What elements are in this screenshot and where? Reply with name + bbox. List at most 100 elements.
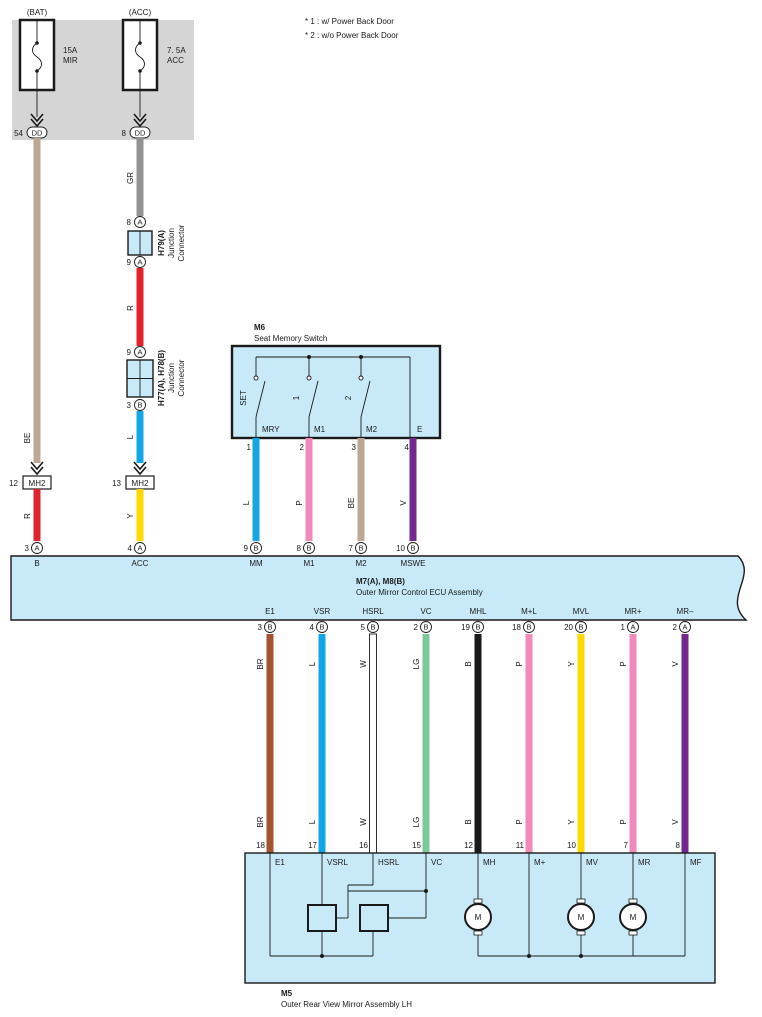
wire-bottom-label-bot: L xyxy=(308,819,317,824)
ecu-bottom-pin-num: 3 xyxy=(258,623,263,632)
jc1-id: H79(A) xyxy=(157,230,166,256)
ecu-bottom-pin-num: 20 xyxy=(564,623,573,632)
dd-left-pin: 54 xyxy=(14,129,23,138)
ecu-top-pin-circle xyxy=(303,542,315,554)
ecu-top-pin-letter: B xyxy=(358,544,363,553)
chevron-mh2-left-icon xyxy=(30,461,44,476)
wire-bottom-label-bot: P xyxy=(619,819,628,824)
fuse-left-source: (BAT) xyxy=(27,8,48,17)
wire-bottom-label-top: L xyxy=(308,661,317,666)
ecu-bottom-pin-letter: B xyxy=(370,623,375,632)
mirror-pin-num: 17 xyxy=(308,841,317,850)
ecu-name: Outer Mirror Control ECU Assembly xyxy=(356,588,483,597)
ecu-bottom-pin-label: HSRL xyxy=(362,607,384,616)
ecu-bottom-pin-circle xyxy=(472,621,484,633)
ecu-assembly xyxy=(10,555,748,621)
mirror-pin-num: 10 xyxy=(567,841,576,850)
jc2-pin-top-num: 9 xyxy=(127,348,132,357)
ecu-bottom-pin-label: VSR xyxy=(314,607,331,616)
mirror-pin-num: 7 xyxy=(624,841,629,850)
fuse-right-name: ACC xyxy=(167,56,184,65)
dd-left-label: DD xyxy=(32,129,43,138)
mh2-right-label: MH2 xyxy=(132,479,149,488)
jc1-pin-top-letter: A xyxy=(137,218,142,227)
ecu-bottom-pin-label: MR– xyxy=(677,607,694,616)
mirror-pin-label: VSRL xyxy=(327,858,348,867)
ecu-top-pin-letter: A xyxy=(137,544,142,553)
ecu-bottom-pin-letter: A xyxy=(682,623,687,632)
jc1-pin-top-num: 8 xyxy=(127,218,132,227)
motor-mh-icon: M xyxy=(464,898,492,936)
jc1-desc1: Junction xyxy=(167,228,176,258)
wire-bottom-label-bot: Y xyxy=(567,819,576,825)
wire-sw-be-label: BE xyxy=(347,498,356,509)
wire-bottom-label-top: B xyxy=(464,661,473,666)
ecu-top-pin-letter: A xyxy=(34,544,39,553)
chevron-left-icon xyxy=(30,113,44,128)
switch-pin-2: 2 xyxy=(300,443,305,452)
mirror-pin-label: HSRL xyxy=(378,858,400,867)
ecu-bottom-pin-num: 19 xyxy=(461,623,470,632)
ecu-top-pin-letter: B xyxy=(306,544,311,553)
mirror-pin-num: 8 xyxy=(676,841,681,850)
mirror-id: M5 xyxy=(281,989,293,998)
wire-bottom-label-bot: W xyxy=(359,818,368,826)
ecu-bottom-pin-circle xyxy=(627,621,639,633)
ecu-bottom-pin-num: 2 xyxy=(673,623,678,632)
mirror-internals xyxy=(269,853,686,958)
jc1-pin-bot xyxy=(134,256,146,268)
ecu-top-pin-circle xyxy=(407,542,419,554)
jc2-desc2: Connector xyxy=(177,359,186,396)
ecu-top-pin-label: MSWE xyxy=(401,559,426,568)
fuse-left-name: MIR xyxy=(63,56,78,65)
ecu-bottom-pin-num: 2 xyxy=(414,623,419,632)
seat-memory-switch xyxy=(230,344,442,440)
fuse-right xyxy=(121,18,159,117)
ecu-bottom-pin-num: 1 xyxy=(621,623,626,632)
ecu-top-pin-circle xyxy=(355,542,367,554)
chevron-mh2-right-icon xyxy=(133,461,147,476)
mh2-left-pin: 12 xyxy=(9,479,18,488)
switch-term-e: E xyxy=(417,425,422,434)
wire-bottom-label-bot: BR xyxy=(256,816,265,827)
ecu-bottom-pin-num: 4 xyxy=(310,623,315,632)
jc2-pin-top xyxy=(134,346,146,358)
wire-acc-gr-label: GR xyxy=(126,172,135,184)
ecu-bottom-pin-num: 18 xyxy=(512,623,521,632)
ecu-bottom-pin-letter: B xyxy=(423,623,428,632)
jc2-pin-bot-letter: B xyxy=(137,401,142,410)
dd-right-label: DD xyxy=(135,129,146,138)
switch-term-m2: M2 xyxy=(366,425,378,434)
wire-left-be-label: BE xyxy=(23,433,32,444)
ecu-top-pin-num: 3 xyxy=(25,544,30,553)
mh2-right-pin: 13 xyxy=(112,479,121,488)
ecu-top-pin-num: 10 xyxy=(396,544,405,553)
ecu-top-pin-num: 9 xyxy=(244,544,249,553)
mirror-pin-label: MF xyxy=(690,858,702,867)
switch-pin-3: 3 xyxy=(352,443,357,452)
note-2: * 2 : w/o Power Back Door xyxy=(305,31,399,40)
ecu-top-pin-letter: B xyxy=(410,544,415,553)
ecu-bottom-pin-circle xyxy=(264,621,276,633)
jc1-pin-top xyxy=(134,216,146,228)
wire-bottom-label-top: W xyxy=(359,660,368,668)
jc1-desc2: Connector xyxy=(177,224,186,261)
ecu-top-pin-num: 8 xyxy=(297,544,302,553)
wire-bottom-label-top: LG xyxy=(412,659,421,670)
ecu-bottom-pin-num: 5 xyxy=(361,623,366,632)
ecu-top-pin-label: B xyxy=(34,559,39,568)
ecu-bottom-pin-circle xyxy=(420,621,432,633)
mirror-name: Outer Rear View Mirror Assembly LH xyxy=(281,1000,412,1009)
switch-name: Seat Memory Switch xyxy=(254,334,327,343)
ecu-bottom-pin-letter: B xyxy=(475,623,480,632)
jc2-pin-top-letter: A xyxy=(137,348,142,357)
mirror-pin-num: 11 xyxy=(516,841,525,850)
ecu-top-pin-label: ACC xyxy=(132,559,149,568)
switch-pos-set: SET xyxy=(239,390,248,406)
ecu-top-pin-circle xyxy=(134,542,146,554)
jc2-pin-bot xyxy=(134,399,146,411)
switch-internals xyxy=(253,355,411,438)
